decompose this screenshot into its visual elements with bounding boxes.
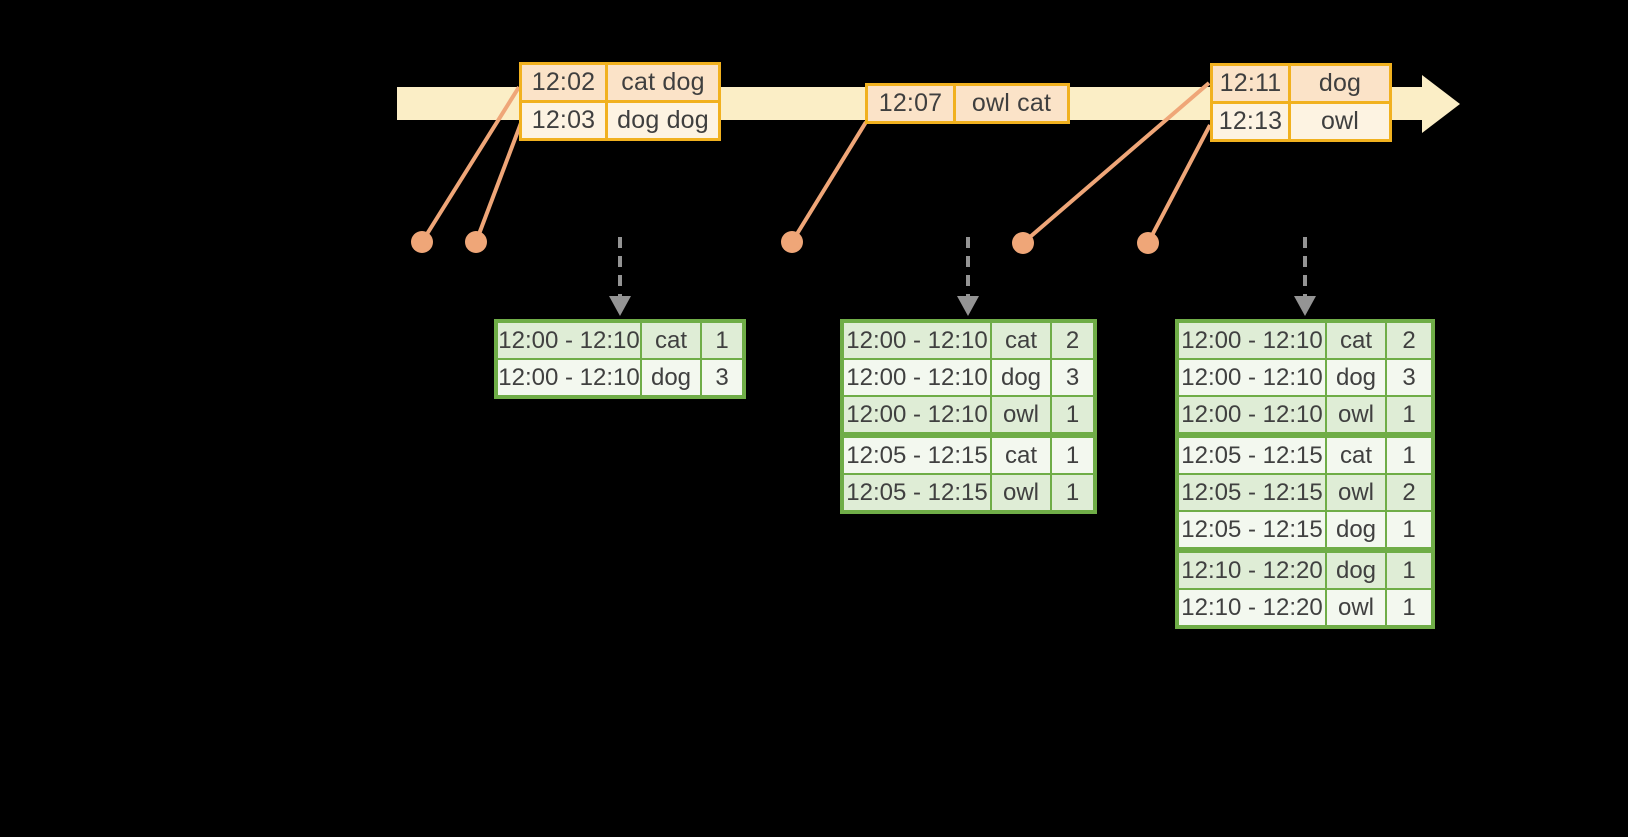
count-cell: 1: [1387, 438, 1431, 473]
window-cell: 12:00 - 12:10: [844, 397, 990, 432]
event-box-2: 12:07 owl cat: [865, 83, 1070, 124]
event-time: 12:02: [522, 65, 605, 100]
window-cell: 12:05 - 12:15: [844, 475, 990, 510]
window-cell: 12:05 - 12:15: [1179, 512, 1325, 547]
event-words: cat dog: [608, 65, 718, 100]
result-table-3: 12:00 - 12:10 cat 2 12:00 - 12:10 dog 3 …: [1175, 319, 1435, 629]
window-cell: 12:00 - 12:10: [498, 323, 640, 358]
window-cell: 12:00 - 12:10: [844, 360, 990, 395]
word-cell: dog: [1327, 360, 1385, 395]
event-words: dog dog: [608, 103, 718, 138]
window-cell: 12:10 - 12:20: [1179, 590, 1325, 625]
word-cell: owl: [992, 475, 1050, 510]
count-cell: 1: [1387, 553, 1431, 588]
event-dot: [1012, 232, 1034, 254]
word-cell: dog: [992, 360, 1050, 395]
count-cell: 2: [1387, 323, 1431, 358]
event-words: dog: [1291, 66, 1389, 101]
window-cell: 12:05 - 12:15: [1179, 438, 1325, 473]
count-cell: 3: [1387, 360, 1431, 395]
window-cell: 12:00 - 12:10: [498, 360, 640, 395]
count-cell: 1: [1387, 512, 1431, 547]
window-cell: 12:00 - 12:10: [1179, 397, 1325, 432]
count-cell: 3: [1052, 360, 1093, 395]
window-cell: 12:10 - 12:20: [1179, 553, 1325, 588]
timeline-arrowhead-icon: [1422, 75, 1460, 133]
window-cell: 12:00 - 12:10: [1179, 360, 1325, 395]
event-connector-line: [420, 85, 521, 244]
event-dot: [465, 231, 487, 253]
result-table-2: 12:00 - 12:10 cat 2 12:00 - 12:10 dog 3 …: [840, 319, 1097, 514]
count-cell: 2: [1052, 323, 1093, 358]
event-time: 12:03: [522, 103, 605, 138]
trigger-arrowhead-icon: [609, 296, 631, 316]
window-cell: 12:00 - 12:10: [1179, 323, 1325, 358]
result-table-1: 12:00 - 12:10 cat 1 12:00 - 12:10 dog 3: [494, 319, 746, 399]
count-cell: 1: [1052, 438, 1093, 473]
trigger-arrowhead-icon: [957, 296, 979, 316]
count-cell: 1: [1387, 397, 1431, 432]
word-cell: owl: [992, 397, 1050, 432]
word-cell: cat: [992, 323, 1050, 358]
event-dot: [411, 231, 433, 253]
count-cell: 1: [702, 323, 742, 358]
event-box-1: 12:02 cat dog 12:03 dog dog: [519, 62, 721, 141]
word-cell: cat: [1327, 438, 1385, 473]
trigger-arrowhead-icon: [1294, 296, 1316, 316]
word-cell: owl: [1327, 475, 1385, 510]
event-connector-line: [790, 120, 868, 244]
event-connector-line: [1146, 124, 1212, 244]
word-cell: cat: [1327, 323, 1385, 358]
event-connector-line: [474, 122, 523, 243]
word-cell: owl: [1327, 397, 1385, 432]
count-cell: 1: [1052, 397, 1093, 432]
event-box-3: 12:11 dog 12:13 owl: [1210, 63, 1392, 142]
count-cell: 1: [1052, 475, 1093, 510]
event-words: owl cat: [956, 86, 1067, 121]
window-cell: 12:00 - 12:10: [844, 323, 990, 358]
event-dot: [1137, 232, 1159, 254]
event-dot: [781, 231, 803, 253]
word-cell: cat: [642, 323, 700, 358]
word-cell: owl: [1327, 590, 1385, 625]
window-cell: 12:05 - 12:15: [1179, 475, 1325, 510]
count-cell: 2: [1387, 475, 1431, 510]
word-cell: cat: [992, 438, 1050, 473]
count-cell: 3: [702, 360, 742, 395]
event-connector-line: [1021, 81, 1211, 245]
word-cell: dog: [642, 360, 700, 395]
count-cell: 1: [1387, 590, 1431, 625]
event-words: owl: [1291, 104, 1389, 139]
event-time: 12:07: [868, 86, 953, 121]
event-time: 12:11: [1213, 66, 1288, 101]
word-cell: dog: [1327, 553, 1385, 588]
window-cell: 12:05 - 12:15: [844, 438, 990, 473]
event-time: 12:13: [1213, 104, 1288, 139]
word-cell: dog: [1327, 512, 1385, 547]
